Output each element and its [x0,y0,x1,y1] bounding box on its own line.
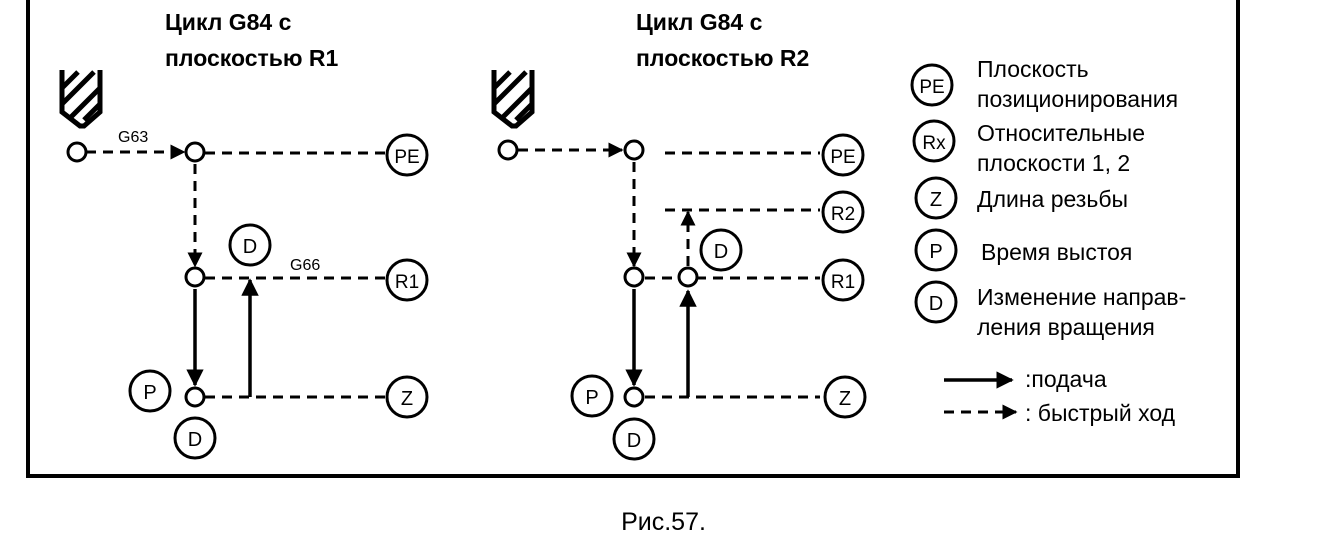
svg-text:P: P [929,241,942,263]
legend-z-symbol: Z [914,176,958,220]
svg-text:D: D [188,429,202,451]
svg-text:PE: PE [830,147,855,168]
svg-text:R1: R1 [395,272,419,293]
marker-r1: R1 [385,258,429,302]
r1-point [623,266,645,288]
legend-p-label: Время выстоя [981,239,1133,265]
diagram1-title-line2: плоскостью R1 [165,45,339,71]
marker-pe: PE [385,133,429,177]
marker-p: P [570,374,614,418]
legend-pe-text: Плоскость позиционирования [977,54,1178,114]
svg-text:P: P [143,382,156,404]
legend-d-line1: Изменение направ- [977,284,1187,310]
legend-d-symbol: D [914,280,958,324]
marker-d-top: D [228,223,272,267]
diagram1: PE R1 Z P D D G63 G66 [59,70,429,460]
legend-rapid-label: : быстрый ход [1025,400,1176,426]
svg-text:Z: Z [930,189,942,211]
legend-rx-text: Относительные плоскости 1, 2 [977,118,1145,178]
svg-text:PE: PE [394,147,419,168]
diagram1-title: Цикл G84 с плоскостью R1 [165,4,338,76]
marker-z: Z [823,375,867,419]
legend-rx-symbol: Rx [912,119,956,163]
legend-pe-line2: позиционирования [977,86,1179,112]
legend-feed-label: :подача [1025,366,1107,392]
svg-text:D: D [243,236,257,258]
diagram-frame [26,0,1240,478]
start-point [66,141,88,163]
legend-rx-line2: плоскости 1, 2 [977,150,1131,176]
legend-p-text: Время выстоя [981,237,1132,267]
diagram2-title-line1: Цикл G84 с [636,9,763,35]
r1-point [184,266,206,288]
marker-p: P [128,369,172,413]
svg-text:PE: PE [919,77,944,98]
start-point [497,139,519,161]
svg-text:D: D [627,430,641,452]
diagram2-title: Цикл G84 с плоскостью R2 [636,4,809,76]
svg-text:Z: Z [839,388,851,410]
marker-d-bottom: D [173,416,217,460]
svg-text:R2: R2 [831,204,855,225]
marker-d-top: D [699,228,743,272]
tap-tool-icon [491,70,535,129]
svg-text:Z: Z [401,388,413,410]
diagram1-title-line1: Цикл G84 с [165,9,292,35]
legend-rapid-text: : быстрый ход [1025,398,1175,428]
diagram2: PE R2 R1 Z P D D [491,70,867,461]
legend-feed-text: :подача [1025,364,1107,394]
marker-pe: PE [821,133,865,177]
figure-caption: Рис.57. [621,508,706,536]
marker-r1: R1 [821,258,865,302]
z-point [184,386,206,408]
g66-label: G66 [290,257,320,274]
legend-z-text: Длина резьбы [977,184,1128,214]
legend-d-text: Изменение направ- ления вращения [977,282,1186,342]
marker-z: Z [385,375,429,419]
legend-p-symbol: P [914,228,958,272]
svg-text:D: D [929,293,943,315]
marker-d-bottom: D [612,417,656,461]
legend-pe-symbol: PE [910,63,954,107]
svg-text:R1: R1 [831,272,855,293]
legend-z-label: Длина резьбы [977,186,1129,212]
svg-text:P: P [585,387,598,409]
diagram2-title-line2: плоскостью R2 [636,45,810,71]
pe-point [623,139,645,161]
legend-pe-line1: Плоскость [977,56,1089,82]
g63-label: G63 [118,129,148,146]
marker-r2: R2 [821,190,865,234]
legend: PE Rx Z P D [910,63,1018,420]
legend-rx-line1: Относительные [977,120,1145,146]
svg-text:D: D [714,241,728,263]
tap-tool-icon [59,70,103,129]
svg-text:Rx: Rx [922,133,946,154]
pe-point [184,141,206,163]
legend-d-line2: ления вращения [977,314,1155,340]
r1-return-point [677,266,699,288]
z-point [623,386,645,408]
